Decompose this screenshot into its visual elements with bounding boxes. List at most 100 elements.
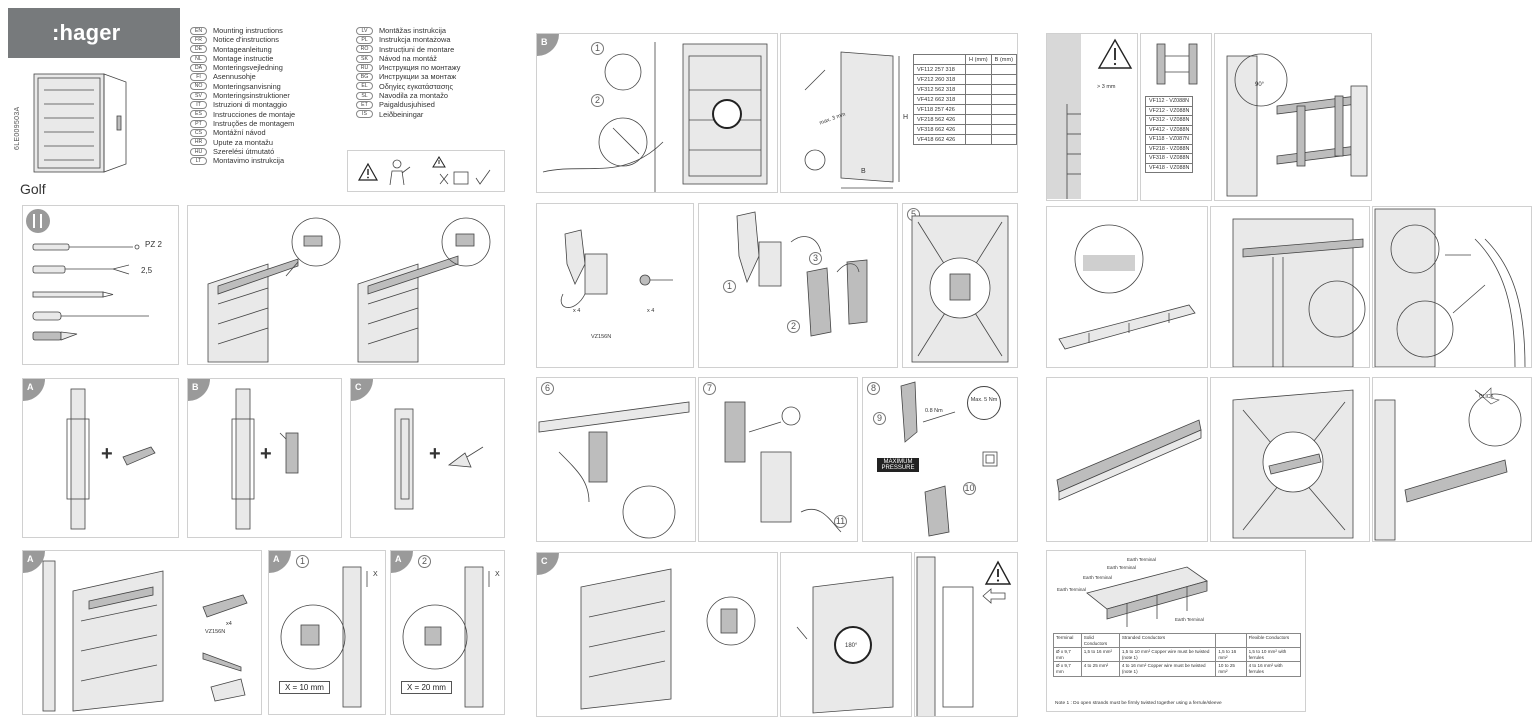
tray-mounted-panel — [1210, 206, 1370, 368]
wall-rail-illustration — [231, 388, 255, 530]
step-badge: B — [188, 379, 210, 401]
part-ref-label: VZ156N — [591, 334, 612, 340]
sub-step-number: 9 — [873, 412, 886, 425]
bracket-option-b: B + — [187, 378, 342, 538]
rail-assembly-right-illustration — [357, 217, 491, 363]
bracket-option-a: A + — [22, 378, 179, 538]
screw-fix-panel: 7 11 — [698, 377, 858, 542]
table-header: Stranded Conductors — [1118, 632, 1217, 649]
door-rotate-panel: 180° — [780, 552, 912, 717]
enclosure-front-illustration — [682, 43, 768, 185]
tools-panel: PZ 2 2,5 — [22, 205, 179, 365]
dimensions-table: H (mm) B (mm) VF112 257 318 VF212 260 31… — [912, 54, 1017, 145]
step-badge: C — [351, 379, 373, 401]
trowel-icon — [447, 446, 484, 468]
table-header: Flexible Conductors — [1245, 632, 1302, 649]
cable-tray-illustration — [1058, 224, 1196, 350]
cover-fit-panel — [1210, 377, 1370, 542]
awl-icon — [32, 311, 149, 321]
flat-screwdriver-icon — [32, 264, 130, 275]
tools-icon — [26, 209, 50, 233]
sub-step-number: 10 — [963, 482, 976, 495]
door-mount-panel: B 1 2 — [536, 33, 778, 193]
terminal-note: Note 1 : Do open strands must be firmly … — [1055, 701, 1222, 706]
x-label: X — [495, 571, 500, 578]
part-ref-label: VZ156N — [205, 629, 226, 635]
terminal-spec-table: Terminal Solid Conductors Stranded Condu… — [1053, 632, 1302, 677]
torque-panel: 8 9 10 Max. 5 Nm 0.8 Nm MAXIMUM PRESSURE — [862, 377, 1018, 542]
x-10mm-label: X = 10 mm — [279, 681, 330, 694]
rail-assembly-left-illustration — [207, 217, 341, 363]
table-header — [912, 54, 967, 65]
hook-bracket-icon — [279, 432, 299, 474]
wall-rail-illustration — [66, 388, 90, 530]
cutter-knife-icon — [32, 331, 78, 341]
enclosure-wall-mount-illustration — [42, 560, 164, 712]
table-row: VF412 662 318 — [912, 94, 1017, 105]
table-row: VF318 - VZ088N — [1144, 153, 1194, 164]
warning-triangle-icon — [357, 162, 379, 181]
table-header-row: H (mm) B (mm) — [912, 54, 1017, 65]
table-row: VF118 257 426 — [912, 104, 1017, 115]
cable-tray-panel — [1046, 206, 1208, 368]
torque-callout: Max. 5 Nm — [967, 386, 1001, 420]
wall-section-illustration — [916, 556, 974, 716]
table-header — [1215, 632, 1247, 649]
terminal-callout: Earth Terminal — [1107, 565, 1136, 570]
click-label: CLICK — [1479, 394, 1494, 400]
flat-size-label: 2,5 — [141, 266, 153, 275]
sheet-2: B 1 2 max. 3 mm H B — [522, 0, 1022, 721]
hook-kit-panel: x 4 x 4 VZ156N — [536, 203, 694, 368]
table-row: VF218 562 426 — [912, 114, 1017, 125]
table-row: VF118 - VZ087N — [1144, 134, 1194, 145]
sub-step-number: 8 — [867, 382, 880, 395]
pencil-icon — [32, 291, 114, 298]
table-header-row: Terminal Solid Conductors Stranded Condu… — [1053, 632, 1302, 649]
table-row: VF412 - VZ088N — [1144, 124, 1194, 135]
wall-gap-illustration — [1047, 34, 1133, 199]
hager-logo: :hager — [8, 8, 180, 58]
edge-detail-illustration — [402, 566, 490, 708]
terminal-callout: Earth Terminal — [1127, 557, 1156, 562]
x-20mm-label: X = 20 mm — [401, 681, 452, 694]
table-header: B (mm) — [990, 54, 1017, 65]
cover-rail-panel — [1046, 377, 1208, 542]
cabinet-illustration — [33, 73, 127, 173]
warning-triangle-icon — [432, 156, 446, 168]
warning-triangle-icon — [984, 560, 1012, 585]
product-reference: 6LE009503A — [14, 106, 21, 150]
cover-rail-illustration — [1056, 419, 1202, 501]
table-header: Terminal — [1053, 632, 1082, 649]
qty-left-label: x 4 — [573, 308, 581, 314]
bracket-pack-icon — [202, 594, 248, 618]
terminal-panel: Earth Terminal Earth Terminal Earth Term… — [1046, 550, 1306, 712]
wall-rail-illustration — [394, 408, 414, 510]
x-distance-panel-2: A 2 X X = 20 mm — [390, 550, 505, 715]
rail-hook-panel: 6 — [536, 377, 696, 542]
hook-kit-illustration — [560, 229, 673, 308]
height-dim-label: H — [903, 114, 909, 121]
edge-detail-illustration — [280, 566, 368, 708]
sub-step-number: 1 — [296, 555, 309, 568]
sub-step-number: 1 — [591, 42, 604, 55]
electrician-icon — [389, 159, 411, 186]
